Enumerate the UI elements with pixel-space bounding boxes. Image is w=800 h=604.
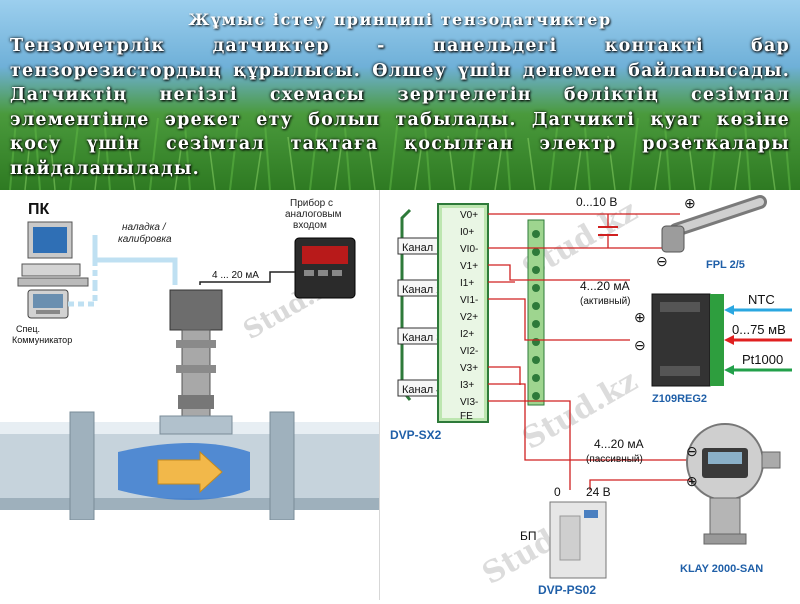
communicator-icon <box>27 289 69 319</box>
plc-wiring-illustration: Stud.kz Stud.kz Stud.kz Канал 1 Канал 2 … <box>390 193 792 597</box>
channel-4-label: Канал 4 <box>402 384 442 396</box>
terminal-v0-plus: V0+ <box>460 210 478 221</box>
minus-sign-3: ⊖ <box>686 443 698 459</box>
computer-icon <box>17 221 89 287</box>
psu-short-label: БП <box>520 529 537 543</box>
terminal-vi0-minus: VI0- <box>460 244 478 255</box>
minus-sign-2: ⊖ <box>634 337 646 353</box>
pc-label: ПК <box>28 201 50 218</box>
signal-wires <box>488 213 710 490</box>
z109reg2-module <box>651 293 724 387</box>
active-current-label: 4...20 мА <box>580 279 630 293</box>
psu-zero-label: 0 <box>554 485 561 499</box>
pressure-transmitter <box>169 289 223 421</box>
tuning-label-1: наладка / <box>122 222 167 233</box>
terminal-v2-plus: V2+ <box>460 312 478 323</box>
plus-sign-3: ⊕ <box>686 473 698 489</box>
active-note-label: (активный) <box>580 296 630 307</box>
comm-label-1: Спец. <box>16 324 40 334</box>
terminal-labels: V0+ I0+ VI0- V1+ I1+ VI1- V2+ I2+ VI2- V… <box>460 210 478 422</box>
terminal-i1-plus: I1+ <box>460 278 474 289</box>
comm-label-2: Коммуникатор <box>12 335 72 345</box>
plus-sign-2: ⊕ <box>634 309 646 325</box>
terminal-i0-plus: I0+ <box>460 227 474 238</box>
terminal-fe: FE <box>460 411 473 422</box>
tuning-label-2: калибровка <box>118 233 172 245</box>
module-label: DVP-SX2 <box>390 428 442 442</box>
wiring-diagram: Stud.kz Stud.kz Stud.kz Канал 1 Канал 2 … <box>380 190 800 600</box>
regulator-label: Z109REG2 <box>652 393 707 405</box>
device-label-2: аналоговым <box>285 209 342 220</box>
pressure-sensor-diagram: Stud.kz ПК наладка / калибровка Прибор с… <box>0 190 380 600</box>
fpl-sensor <box>661 195 767 253</box>
terminal-vi1-minus: VI1- <box>460 295 478 306</box>
psu-label: DVP-PS02 <box>538 583 596 597</box>
terminal-i3-plus: I3+ <box>460 380 474 391</box>
header-banner: Жұмыс істеу принципі тензодатчиктер Тенз… <box>0 0 800 190</box>
input-mv: 0...75 мВ <box>732 322 786 337</box>
input-pt1000: Pt1000 <box>742 352 783 367</box>
description-paragraph: Тензометрлік датчиктер - панельдегі конт… <box>10 36 790 179</box>
input-ntc: NTC <box>748 292 775 307</box>
klay-sensor <box>686 423 781 545</box>
channel-3-label: Канал 3 <box>402 332 442 344</box>
psu-voltage-label: 24 В <box>586 485 611 499</box>
channel-1-label: Канал 1 <box>402 242 442 254</box>
device-label-3: входом <box>293 220 327 231</box>
channel-2-label: Канал 2 <box>402 284 442 296</box>
terminal-vi3-minus: VI3- <box>460 397 478 408</box>
current-label: 4 ... 20 мА <box>212 270 259 281</box>
power-supply <box>549 501 607 579</box>
sensor1-label: FPL 2/5 <box>706 259 745 271</box>
terminal-v1-plus: V1+ <box>460 261 478 272</box>
grass-background <box>0 0 800 190</box>
voltage-label: 0...10 В <box>576 195 617 209</box>
device-label-1: Прибор с <box>290 197 333 209</box>
terminal-vi2-minus: VI2- <box>460 346 478 357</box>
channel-bracket <box>397 208 447 401</box>
plus-sign-1: ⊕ <box>684 195 696 211</box>
passive-note-label: (пассивный) <box>586 454 643 465</box>
terminal-block <box>437 203 545 423</box>
passive-current-label: 4...20 мА <box>594 437 644 451</box>
input-arrows <box>724 305 792 375</box>
terminal-i2-plus: I2+ <box>460 329 474 340</box>
pipe <box>0 411 380 600</box>
capacitor-icon <box>598 226 618 236</box>
page-title: Жұмыс істеу принципі тензодатчиктер <box>188 10 612 29</box>
sensor2-label: KLAY 2000-SAN <box>680 563 763 575</box>
minus-sign-1: ⊖ <box>656 253 668 269</box>
pipe-sensor-illustration: Stud.kz ПК наладка / калибровка Прибор с… <box>0 197 380 600</box>
terminal-v3-plus: V3+ <box>460 363 478 374</box>
analog-meter-icon <box>294 237 356 299</box>
